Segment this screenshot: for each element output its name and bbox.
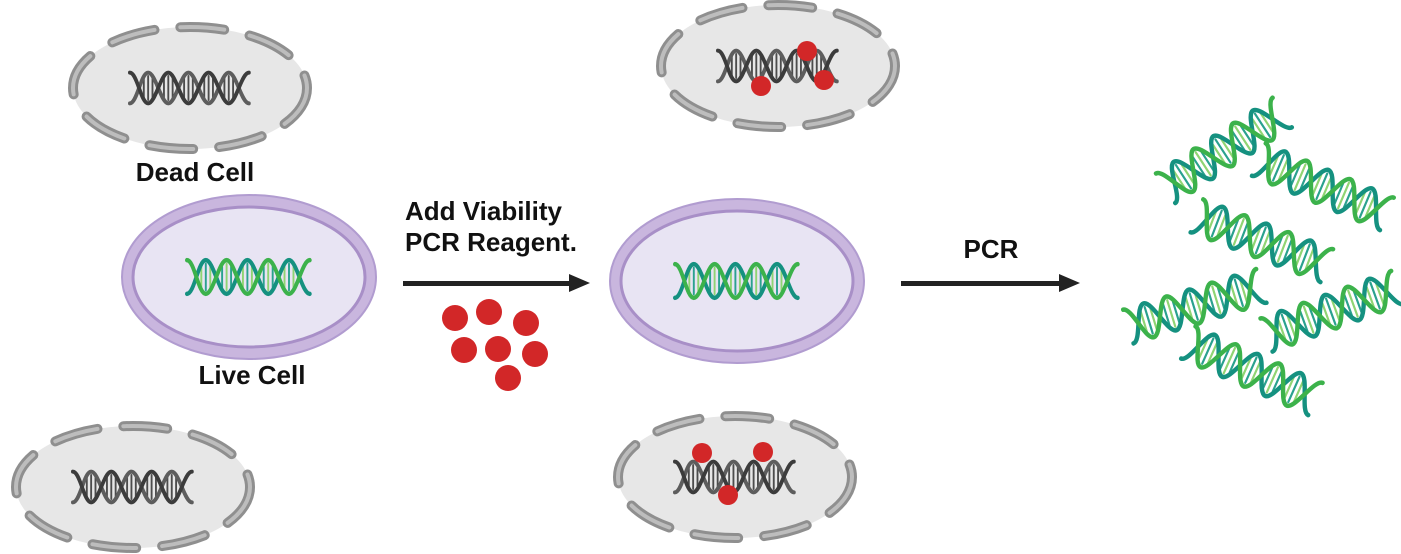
live-cell-label: Live Cell xyxy=(198,360,306,390)
dead-cell-bottom-mid xyxy=(610,407,860,547)
pcr-label: PCR xyxy=(963,234,1019,264)
pcr-arrow-icon xyxy=(901,274,1080,292)
dead-dna-icon xyxy=(128,68,252,108)
dead-cell-top-left xyxy=(65,18,315,158)
bound-reagent-dot xyxy=(814,70,834,90)
dead-cell-label: Dead Cell xyxy=(135,157,255,187)
arrow-head xyxy=(1059,274,1080,292)
dead-cell-bottom-left xyxy=(8,417,258,554)
reagent-dot xyxy=(495,365,521,391)
bound-reagent-dot xyxy=(753,442,773,462)
reagent-dot xyxy=(513,310,539,336)
live-dna-icon xyxy=(673,259,801,303)
live-dna-icon xyxy=(185,255,313,299)
reagent-dot xyxy=(476,299,502,325)
dead-dna-icon xyxy=(71,467,195,507)
add-reagent-label-line2: PCR Reagent. xyxy=(405,227,577,257)
live-cell-mid xyxy=(608,198,866,364)
bound-reagent-dot xyxy=(751,76,771,96)
reagent-dot xyxy=(522,341,548,367)
bound-reagent-dot xyxy=(718,485,738,505)
reagent-dot xyxy=(451,337,477,363)
arrow-shaft xyxy=(403,280,569,286)
reagent-dot xyxy=(485,336,511,362)
reagent-arrow-icon xyxy=(403,274,590,292)
dead-cell-top-mid xyxy=(653,0,903,136)
bound-reagent-dot xyxy=(797,41,817,61)
bound-reagent-dot xyxy=(692,443,712,463)
arrow-head xyxy=(569,274,590,292)
live-cell-left xyxy=(120,194,378,360)
reagent-dot xyxy=(442,305,468,331)
add-reagent-label-line1: Add Viability xyxy=(405,196,562,226)
amplified-dna-icon xyxy=(1257,265,1401,358)
arrow-shaft xyxy=(901,280,1059,286)
